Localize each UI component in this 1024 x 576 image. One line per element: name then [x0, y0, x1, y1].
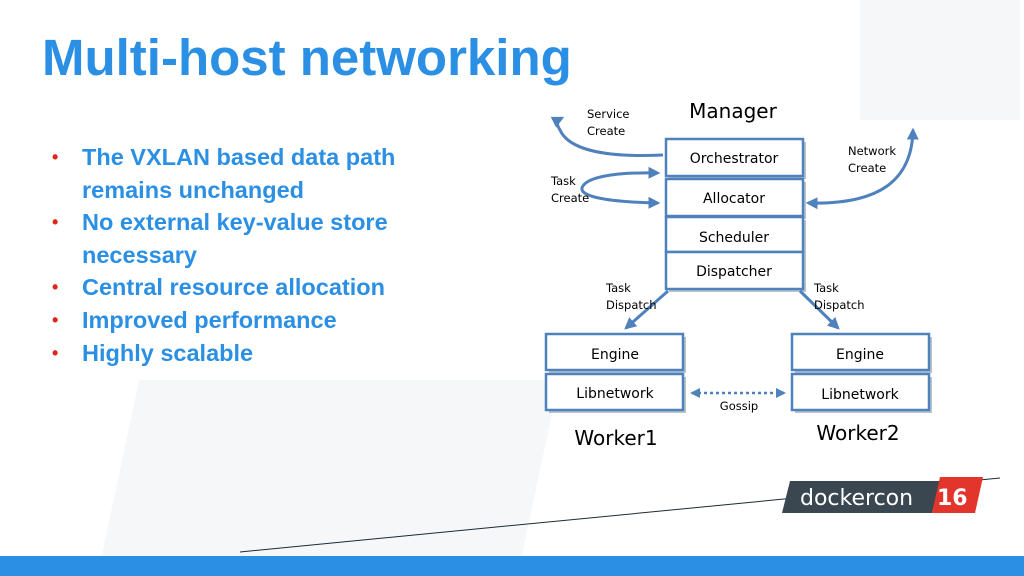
service-create-arrow — [550, 116, 664, 157]
task-create-label: Task Create — [550, 174, 589, 205]
service-create-line: Service — [587, 107, 630, 121]
background-panel — [860, 0, 1020, 120]
worker1-engine-label: Engine — [591, 347, 639, 363]
manager-label: Manager — [689, 99, 777, 123]
dispatcher-label: Dispatcher — [696, 264, 772, 280]
bullet-dot: • — [52, 309, 59, 330]
bottom-band — [0, 556, 1024, 576]
task-dispatch-line: Task — [813, 281, 839, 295]
logo-red-block — [932, 477, 983, 513]
service-create-line: Create — [587, 124, 625, 138]
bullet-dot: • — [52, 147, 59, 167]
bullet-dot: • — [52, 212, 59, 233]
task-dispatch-line: Dispatch — [606, 298, 657, 312]
allocator-label: Allocator — [703, 191, 765, 207]
orchestrator-box: Orchestrator — [664, 137, 806, 179]
network-create-arrow — [805, 127, 919, 210]
bullet-text: Improved performance — [82, 306, 337, 333]
worker1-libnetwork-label: Libnetwork — [576, 386, 654, 402]
worker2-libnetwork-label: Libnetwork — [821, 387, 899, 403]
service-create-label: Service Create — [587, 107, 633, 138]
logo-text: dockercon — [800, 486, 913, 511]
orchestrator-label: Orchestrator — [690, 151, 779, 167]
bullet-item: • The VXLAN based data path remains uncha… — [52, 141, 452, 206]
task-create-line: Create — [551, 191, 589, 205]
network-create-line: Network — [848, 144, 896, 158]
task-dispatch-line: Task — [605, 281, 631, 295]
bullet-item: • Central resource allocation — [52, 271, 452, 304]
bullet-dot: • — [52, 277, 59, 298]
scheduler-label: Scheduler — [699, 230, 769, 246]
task-dispatch-left-arrow — [624, 289, 669, 330]
logo-dark-block — [782, 481, 940, 513]
task-dispatch-left-label: Task Dispatch — [605, 281, 657, 312]
scheduler-box: Scheduler — [664, 215, 806, 255]
worker2-label: Worker2 — [816, 421, 899, 445]
bullet-dot: • — [52, 342, 59, 363]
logo-number: 16 — [937, 486, 968, 511]
worker2-engine-box: Engine — [790, 332, 932, 373]
bullet-item: • Improved performance — [52, 304, 452, 337]
slide-title: Multi-host networking — [42, 29, 572, 86]
dockercon-logo: dockercon 16 — [239, 477, 1001, 553]
task-dispatch-line: Dispatch — [814, 298, 865, 312]
bullet-list: • The VXLAN based data path remains uncha… — [52, 141, 452, 369]
worker2-engine-label: Engine — [836, 347, 884, 363]
gossip-label: Gossip — [720, 399, 758, 413]
allocator-box: Allocator — [664, 177, 806, 219]
network-create-line: Create — [848, 161, 886, 175]
bullet-item: • Highly scalable — [52, 337, 452, 370]
task-dispatch-right-label: Task Dispatch — [813, 281, 865, 312]
bullet-text: The VXLAN based data path remains unchan… — [82, 144, 396, 203]
bullet-text: No external key-value store necessary — [82, 209, 388, 268]
worker1-engine-box: Engine — [544, 332, 686, 373]
task-create-arrow — [580, 166, 661, 209]
network-create-label: Network Create — [848, 144, 900, 175]
bullet-item: • No external key-value store necessary — [52, 206, 452, 271]
task-dispatch-right-arrow — [798, 289, 840, 330]
bullet-text: Central resource allocation — [82, 274, 385, 301]
task-create-line: Task — [550, 174, 576, 188]
dispatcher-box: Dispatcher — [664, 250, 806, 292]
worker2-libnetwork-box: Libnetwork — [790, 372, 932, 413]
bullet-text: Highly scalable — [82, 339, 254, 366]
worker1-label: Worker1 — [574, 426, 657, 450]
worker1-libnetwork-box: Libnetwork — [544, 372, 686, 413]
